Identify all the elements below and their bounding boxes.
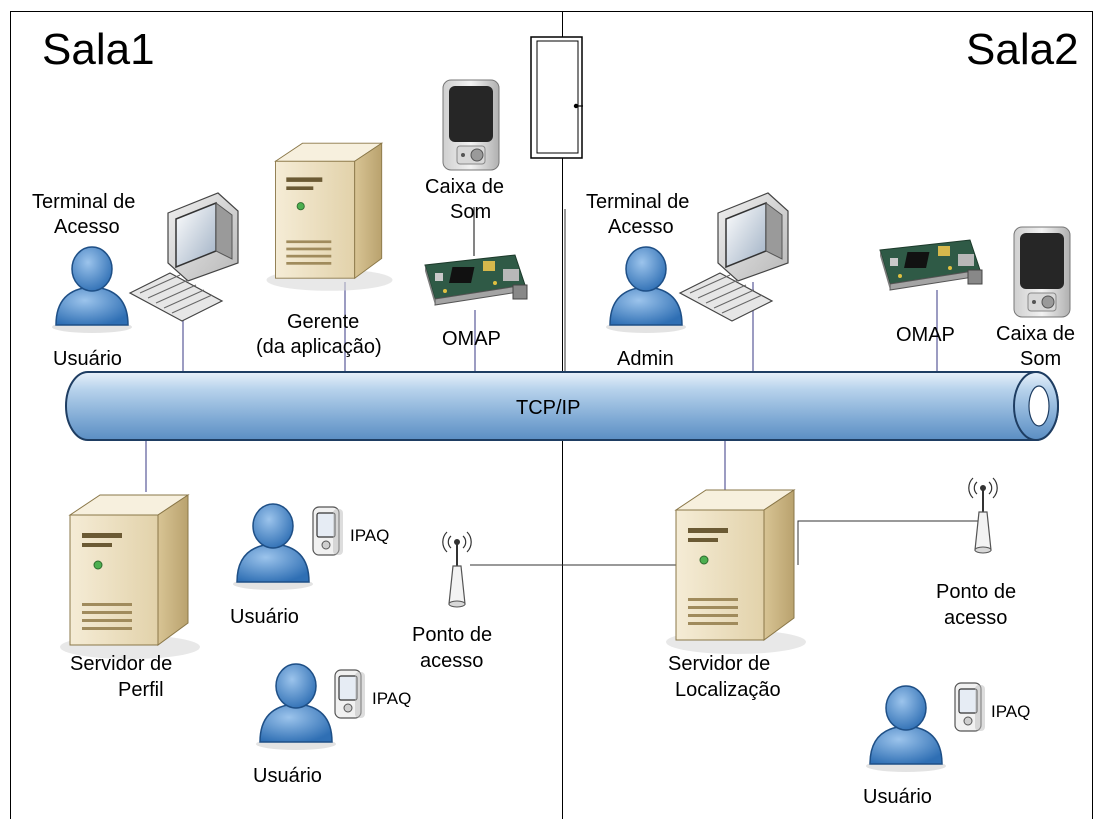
sala2-omap-label: OMAP xyxy=(896,324,955,346)
mobile-user-1-icon xyxy=(232,503,314,591)
room-title-sala2: Sala2 xyxy=(966,25,1079,74)
sala1-speaker-icon xyxy=(442,79,500,171)
sala2-speaker-label-line1: Caixa de xyxy=(996,323,1075,345)
ap-connections xyxy=(470,209,983,566)
sala1-terminal-label-line2: Acesso xyxy=(54,216,120,238)
profile-server-label-line2: Perfil xyxy=(118,679,164,701)
tcpip-label: TCP/IP xyxy=(516,397,581,419)
location-server-icon xyxy=(665,489,807,655)
mobile-user-2-icon xyxy=(255,663,337,751)
sala1-user-icon xyxy=(51,246,133,334)
outer-border xyxy=(10,11,1093,819)
sala1-omap-label: OMAP xyxy=(442,328,501,350)
profile-server-icon xyxy=(59,494,201,660)
room-title-sala1: Sala1 xyxy=(42,25,155,74)
sala1-terminal-icon xyxy=(129,192,239,322)
sala1-speaker-label-line1: Caixa de xyxy=(425,176,504,198)
manager-label-line2: (da aplicação) xyxy=(256,336,382,358)
sala2-terminal-label-line2: Acesso xyxy=(608,216,674,238)
tcpip-pipe xyxy=(65,371,1059,441)
mobile-user-2-label: Usuário xyxy=(253,765,322,787)
sala2-ipaq-icon xyxy=(954,682,986,732)
mobile-user-1-label: Usuário xyxy=(230,606,299,628)
sala2-ipaq-label: IPAQ xyxy=(991,702,1031,721)
sala2-omap-icon xyxy=(879,239,983,291)
ipaq-1-label: IPAQ xyxy=(350,526,390,545)
sala2-mobile-user-label: Usuário xyxy=(863,786,932,808)
sala2-speaker-label-line2: Som xyxy=(1020,348,1062,370)
access-point-2-icon xyxy=(967,477,999,554)
sala2-terminal-label-line1: Terminal de xyxy=(586,191,690,213)
manager-label-line1: Gerente xyxy=(287,311,360,333)
door-icon xyxy=(530,36,583,159)
admin-label: Admin xyxy=(617,348,674,370)
sala1-terminal-label-line1: Terminal de xyxy=(32,191,136,213)
ipaq-2-label: IPAQ xyxy=(372,689,412,708)
profile-server-label-line1: Servidor de xyxy=(70,653,173,675)
access-point-2-label-line1: Ponto de xyxy=(936,581,1017,603)
access-point-1-icon xyxy=(441,531,473,608)
sala1-speaker-label-line2: Som xyxy=(450,201,492,223)
sala1-omap-icon xyxy=(424,254,528,306)
sala1-user-label: Usuário xyxy=(53,348,122,370)
ipaq-1-icon xyxy=(312,506,344,556)
sala2-mobile-user-icon xyxy=(865,685,947,773)
access-point-2-label-line2: acesso xyxy=(944,607,1008,629)
admin-icon xyxy=(605,246,687,334)
access-point-1-label-line2: acesso xyxy=(420,650,484,672)
sala2-speaker-icon xyxy=(1013,226,1071,318)
manager-server-icon xyxy=(266,142,393,292)
location-server-label-line2: Localização xyxy=(675,679,781,701)
ipaq-2-icon xyxy=(334,669,366,719)
location-server-label-line1: Servidor de xyxy=(668,653,771,675)
access-point-1-label-line1: Ponto de xyxy=(412,624,493,646)
sala2-terminal-icon xyxy=(679,192,789,322)
